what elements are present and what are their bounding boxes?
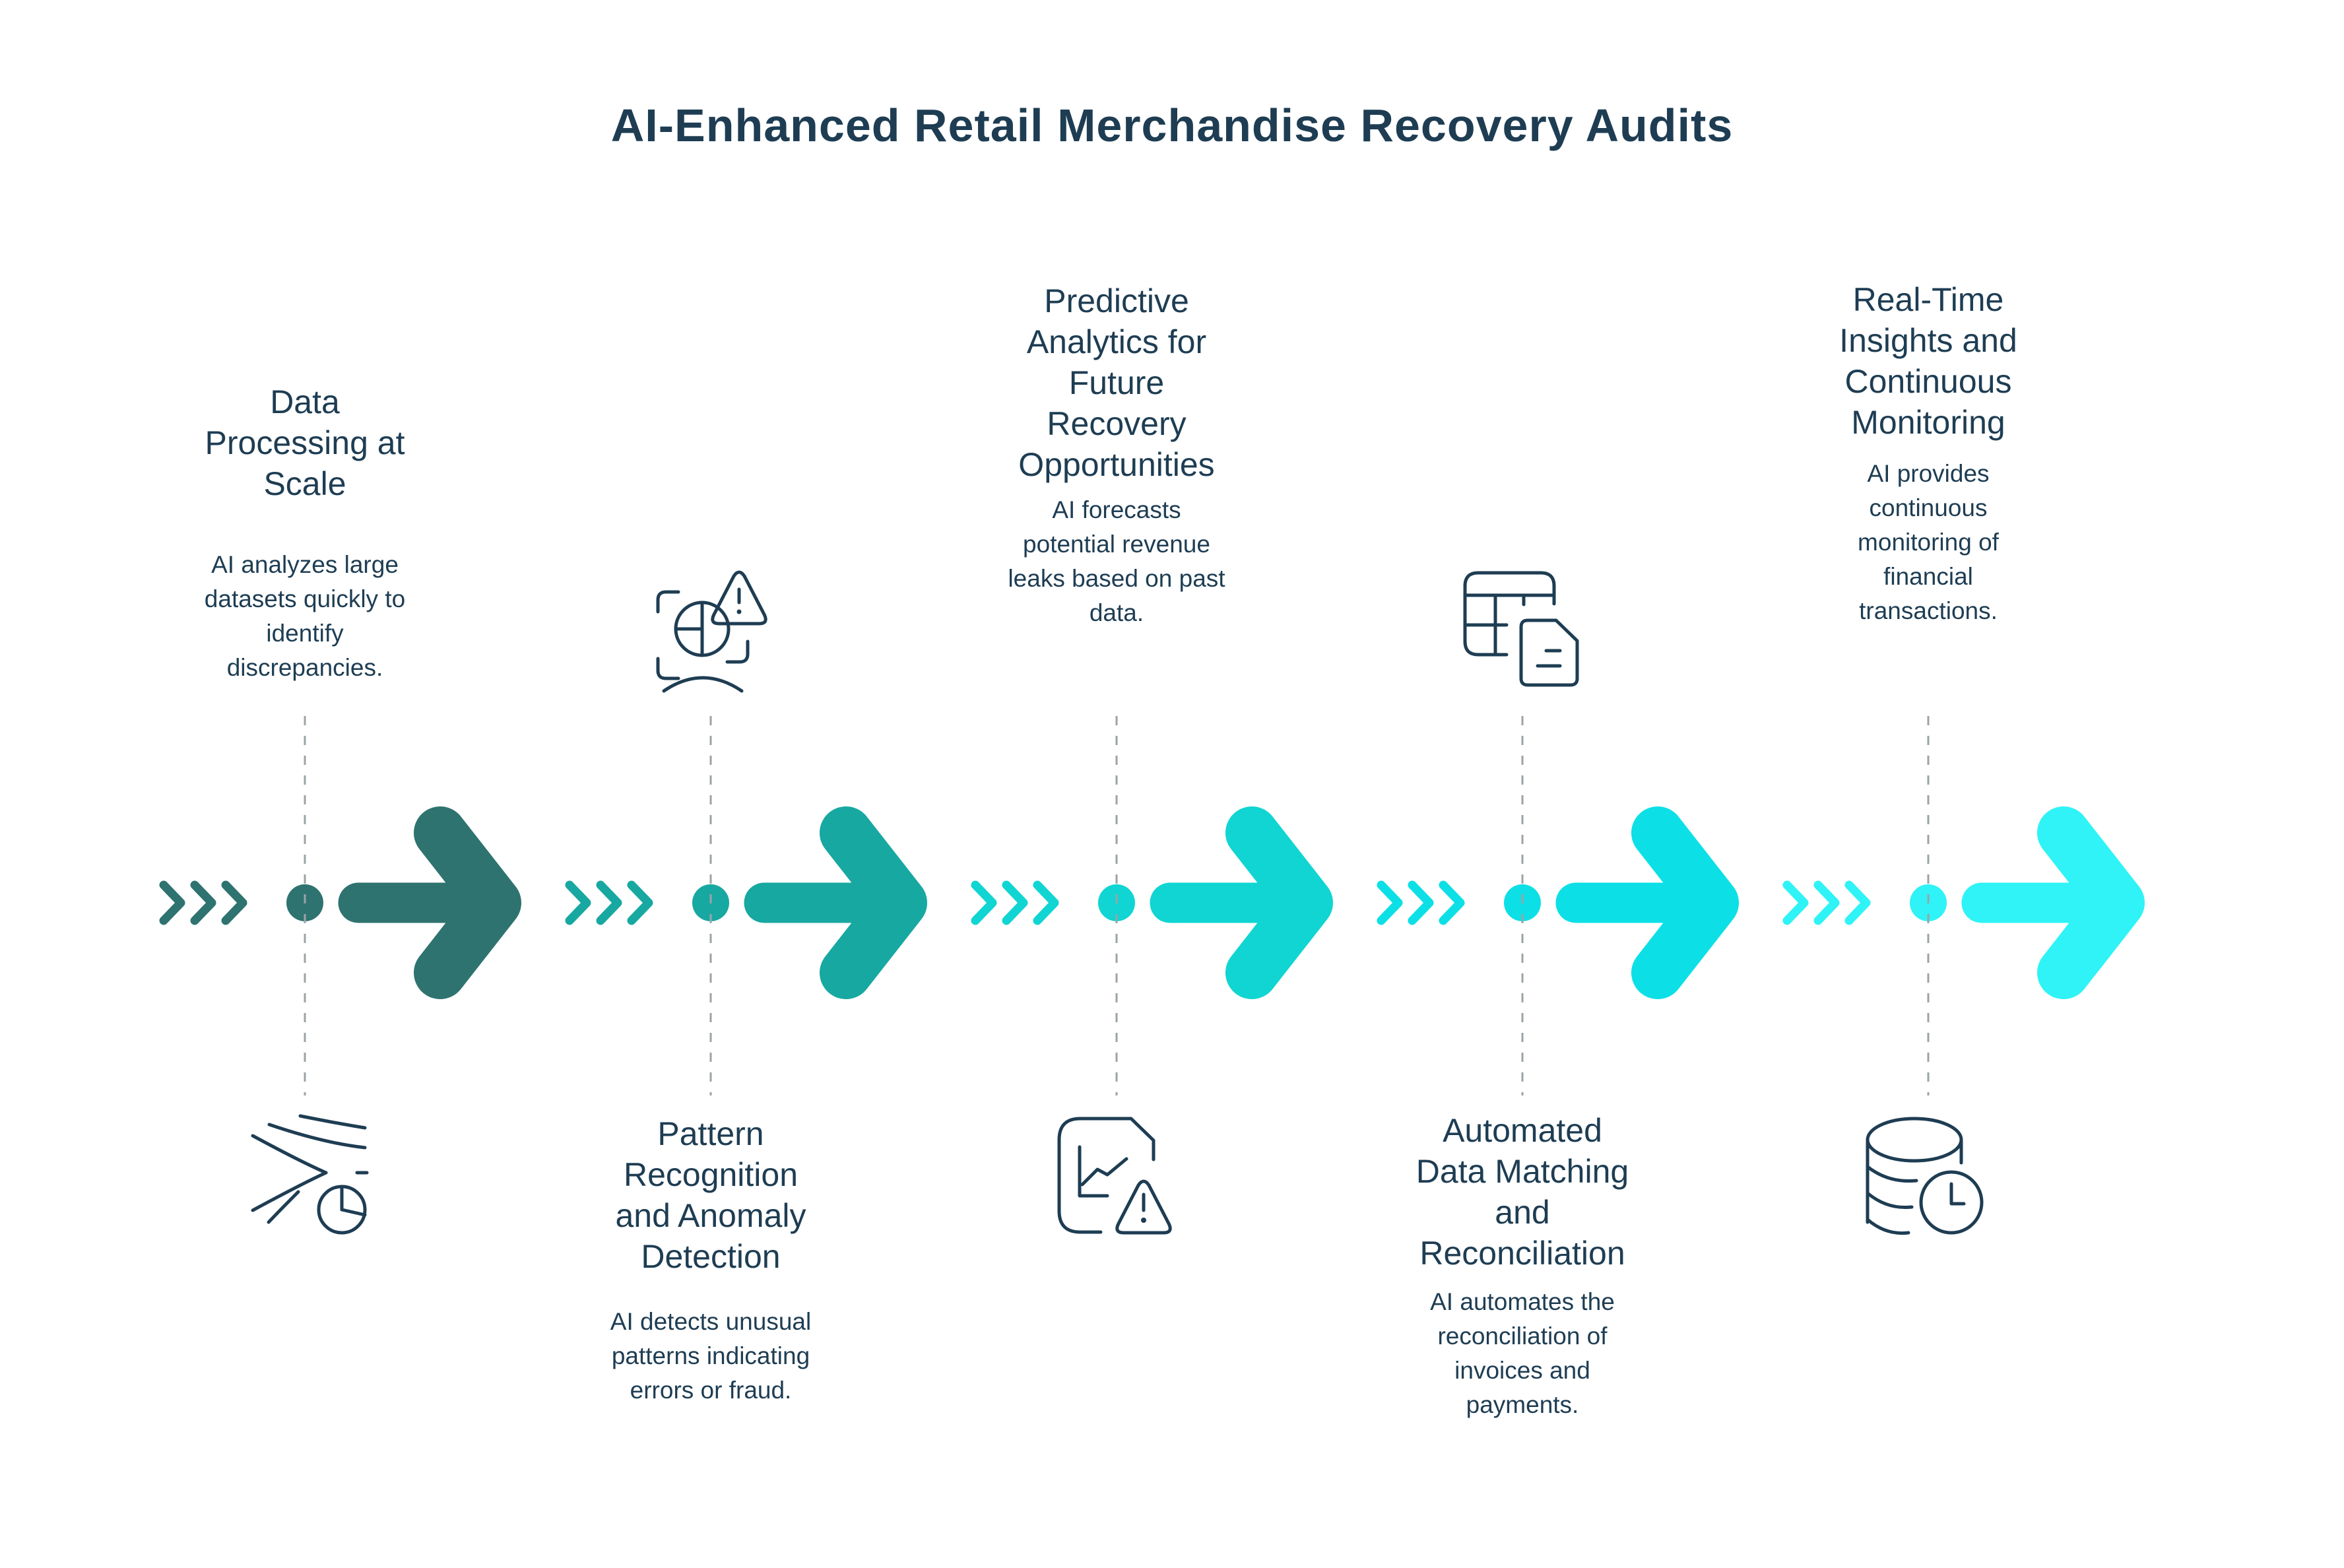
chevron-icon — [1439, 880, 1465, 925]
step-5-title: Real-Time Insights and Continuous Monito… — [1839, 281, 2017, 441]
wind-clock-icon — [251, 1114, 369, 1235]
step-2-title: Pattern Recognition and Anomaly Detectio… — [615, 1115, 806, 1275]
chevron-icon — [1408, 880, 1434, 925]
chevron-icon — [565, 880, 591, 925]
arrow-right-icon — [2037, 806, 2145, 999]
chevron-icon — [1813, 880, 1840, 925]
step-2-description: AI detects unusual patterns indicating e… — [610, 1308, 812, 1404]
step-3-description: AI forecasts potential revenue leaks bas… — [1008, 496, 1225, 626]
step-1-title: Data Processing at Scale — [205, 383, 405, 502]
arrow-right-icon — [1225, 806, 1333, 999]
flow-segment-3 — [971, 806, 1333, 999]
chevron-icon — [1782, 880, 1809, 925]
arrow-right-icon — [820, 806, 927, 999]
chevron-icon — [159, 880, 185, 925]
chevron-icon — [1844, 880, 1871, 925]
chevron-icon — [221, 880, 247, 925]
arrow-right-icon — [414, 806, 521, 999]
step-5-description: AI provides continuous monitoring of fin… — [1858, 460, 1999, 624]
flow-segment-2 — [565, 806, 927, 999]
chevron-icon — [627, 880, 653, 925]
step-4-description: AI automates the reconciliation of invoi… — [1430, 1288, 1615, 1418]
step-1-description: AI analyzes large datasets quickly to id… — [204, 551, 406, 681]
flow-segment-4 — [1377, 806, 1739, 999]
report-warning-icon — [1057, 1117, 1172, 1235]
step-3-title: Predictive Analytics for Future Recovery… — [1018, 282, 1215, 483]
table-document-icon — [1463, 571, 1579, 687]
flow-segment-1 — [159, 806, 521, 999]
chevron-icon — [596, 880, 622, 925]
chevron-icon — [1033, 880, 1059, 925]
page-title: AI-Enhanced Retail Merchandise Recovery … — [610, 100, 1734, 151]
chevron-icon — [1002, 880, 1028, 925]
step-4-title: Automated Data Matching and Reconciliati… — [1416, 1112, 1629, 1272]
database-clock-icon — [1866, 1117, 1984, 1235]
chevron-icon — [190, 880, 216, 925]
flow-segment-5 — [1782, 806, 2145, 999]
arrow-right-icon — [1631, 806, 1739, 999]
chevron-icon — [971, 880, 997, 925]
anomaly-scan-icon — [656, 570, 767, 693]
chevron-icon — [1377, 880, 1403, 925]
